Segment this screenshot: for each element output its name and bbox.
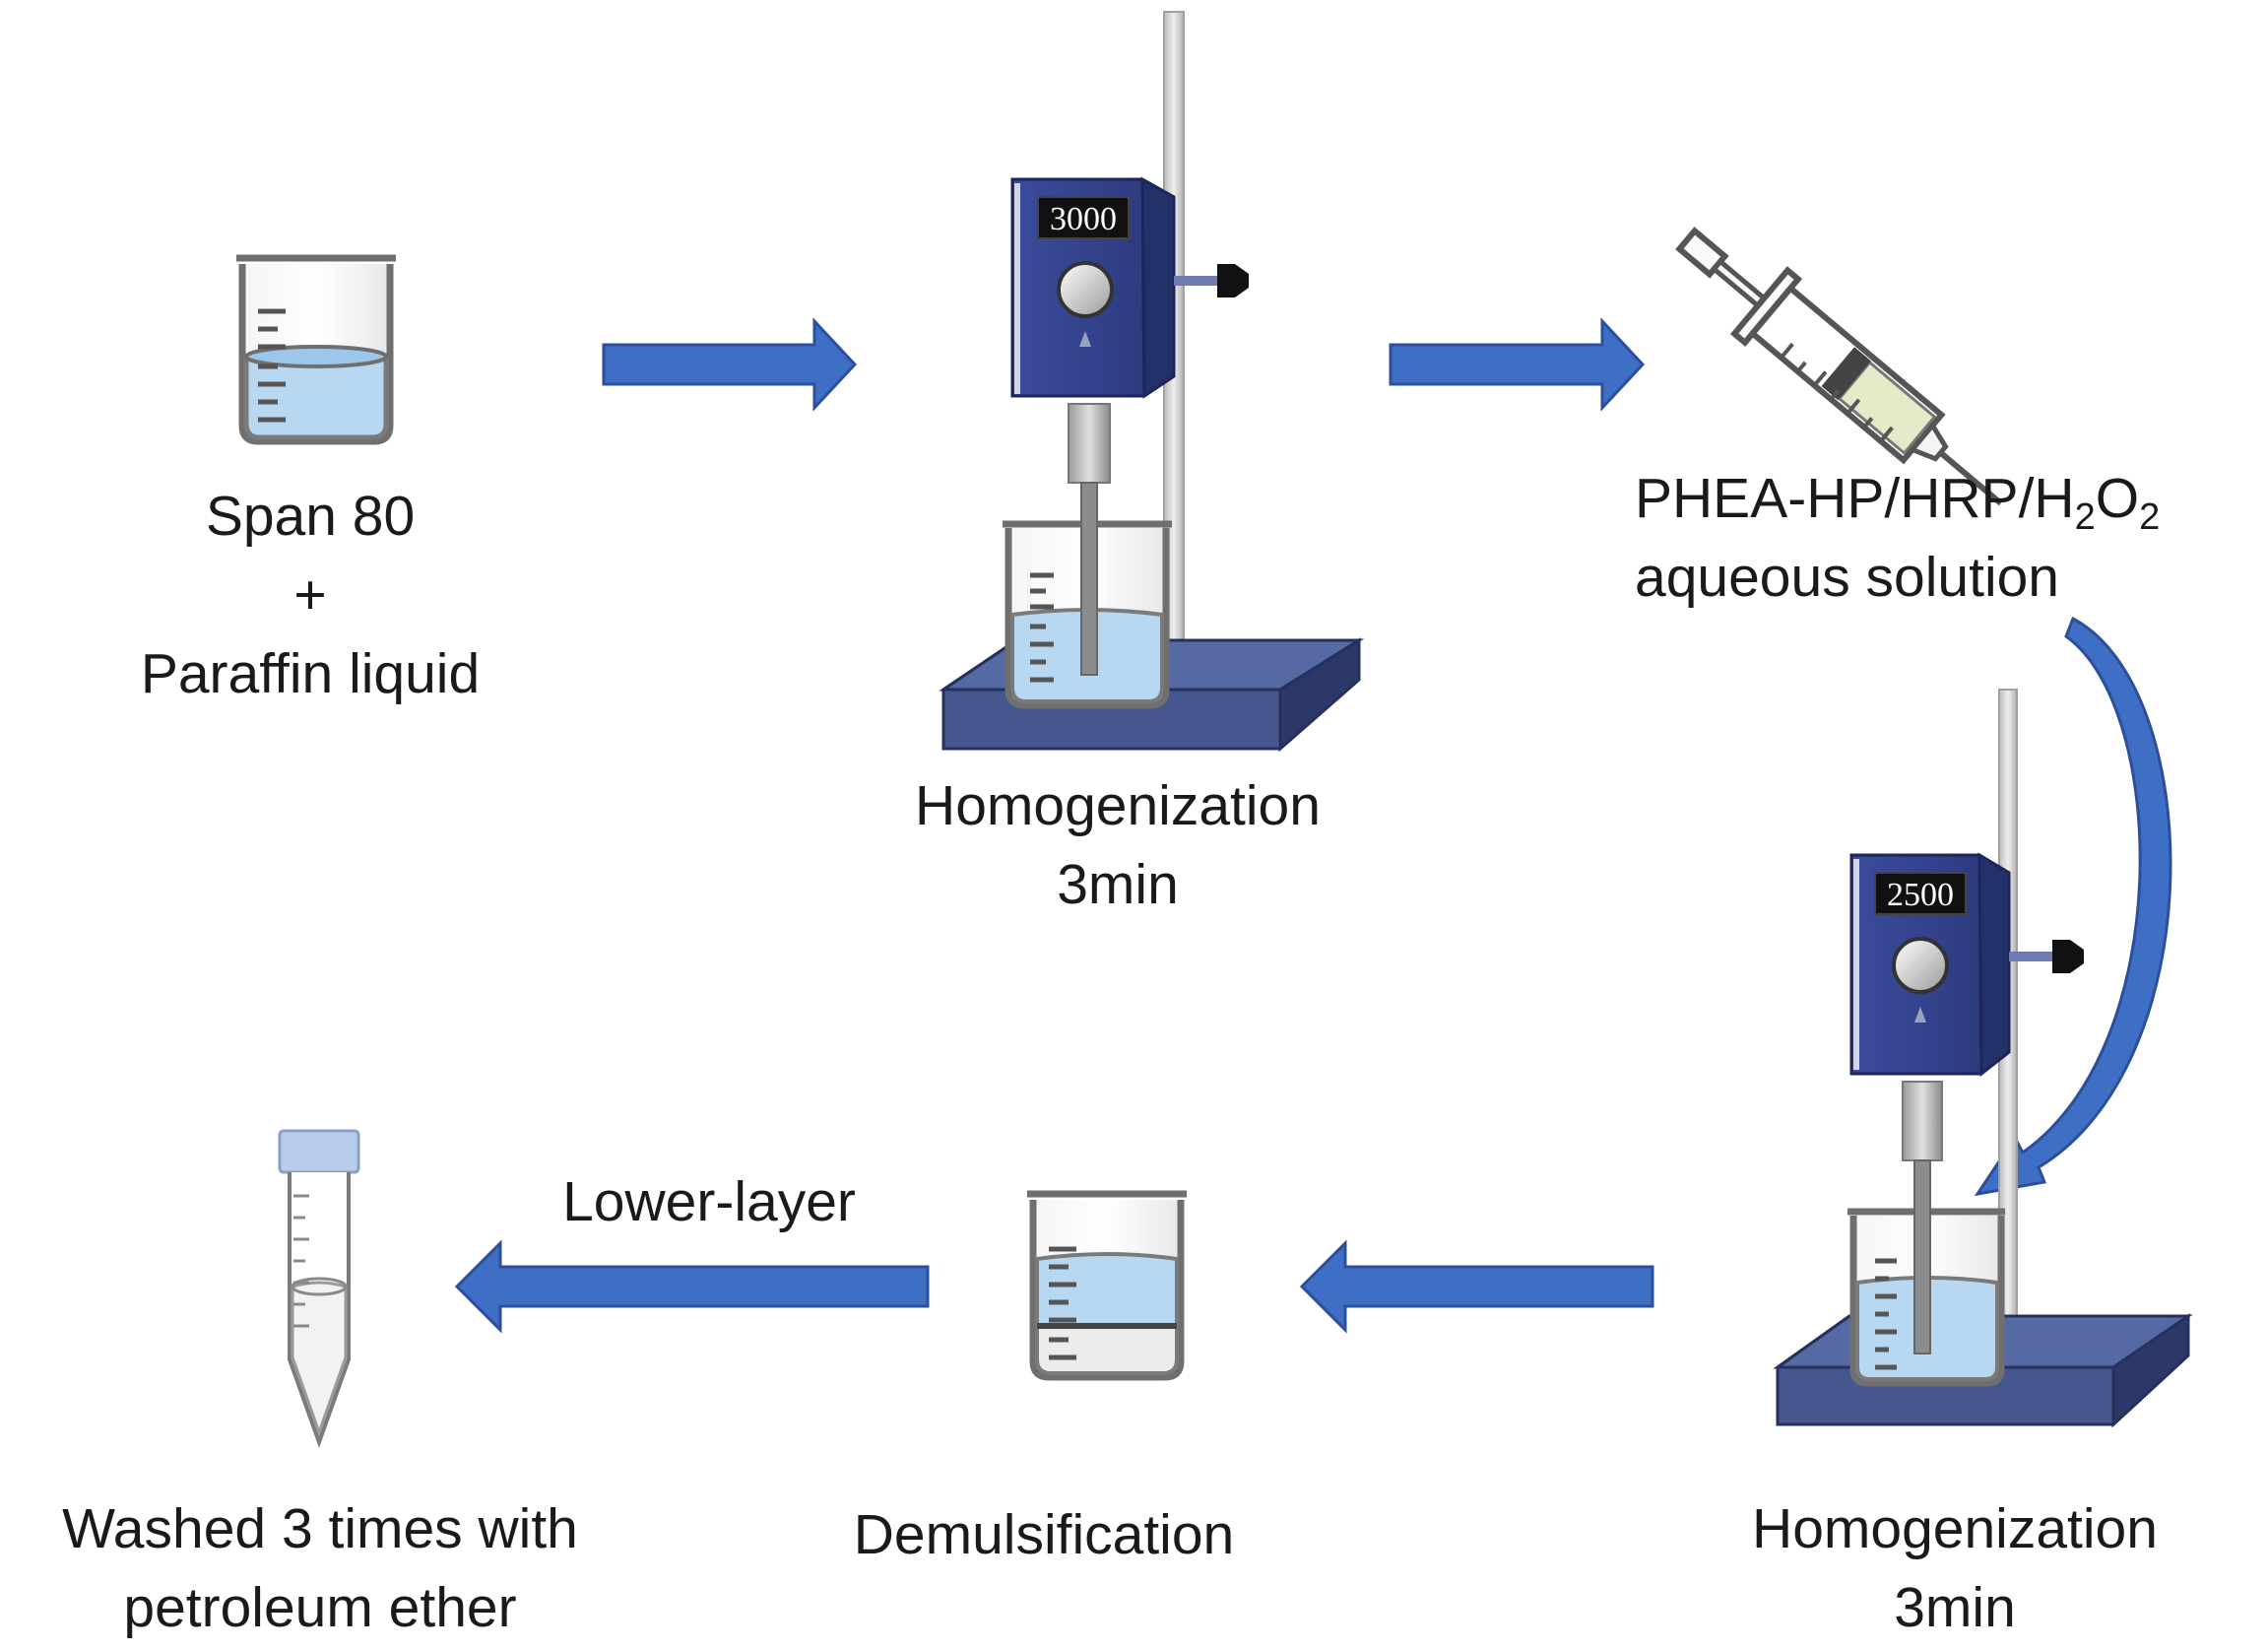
speed-display: 2500 bbox=[1887, 877, 1954, 913]
span80-line3: Paraffin liquid bbox=[140, 642, 481, 705]
span80-line2: + bbox=[293, 563, 327, 627]
homogenization-1-line1: Homogenization bbox=[915, 774, 1321, 837]
beaker-icon bbox=[236, 254, 396, 445]
homogenization-1-line2: 3min bbox=[1057, 853, 1179, 916]
speed-display: 3000 bbox=[1050, 201, 1117, 237]
arrow-left-icon bbox=[454, 1239, 930, 1334]
wash-line2: petroleum ether bbox=[123, 1576, 517, 1639]
homogenizer-icon: 3000 bbox=[939, 11, 1365, 753]
demulsification-label: Demulsification bbox=[788, 1495, 1300, 1574]
syringe-label: PHEA-HP/HRP/H2O2 aqueous solution bbox=[1635, 459, 2265, 617]
homogenizer-icon: 2500 bbox=[1773, 689, 2193, 1428]
syringe-formula: PHEA-HP/HRP/H2O2 bbox=[1635, 459, 2265, 538]
syringe-line2: aqueous solution bbox=[1635, 546, 2060, 609]
lower-layer-text: Lower-layer bbox=[562, 1170, 856, 1233]
homogenization-2-line1: Homogenization bbox=[1752, 1497, 2158, 1560]
centrifuge-tube-icon bbox=[278, 1129, 360, 1448]
formula-sub2: 2 bbox=[2139, 496, 2161, 538]
homogenization-2-line2: 3min bbox=[1894, 1576, 2016, 1639]
formula-sub1: 2 bbox=[2074, 496, 2096, 538]
formula-prefix: PHEA-HP/HRP/H bbox=[1635, 467, 2075, 530]
formula-mid: O bbox=[2095, 467, 2140, 530]
wash-line1: Washed 3 times with bbox=[62, 1497, 578, 1560]
lower-layer-label: Lower-layer bbox=[512, 1162, 906, 1241]
arrow-right-icon bbox=[602, 317, 858, 412]
span80-line1: Span 80 bbox=[205, 485, 416, 548]
span80-label: Span 80 + Paraffin liquid bbox=[98, 477, 522, 713]
demulsification-line1: Demulsification bbox=[853, 1503, 1235, 1566]
homogenization-2-label: Homogenization 3min bbox=[1704, 1489, 2206, 1647]
arrow-left-icon bbox=[1299, 1239, 1654, 1334]
arrow-right-icon bbox=[1389, 317, 1646, 412]
wash-label: Washed 3 times with petroleum ether bbox=[0, 1489, 640, 1647]
syringe-icon bbox=[1675, 227, 2003, 506]
beaker-icon bbox=[1027, 1190, 1187, 1381]
homogenization-1-label: Homogenization 3min bbox=[867, 766, 1369, 924]
